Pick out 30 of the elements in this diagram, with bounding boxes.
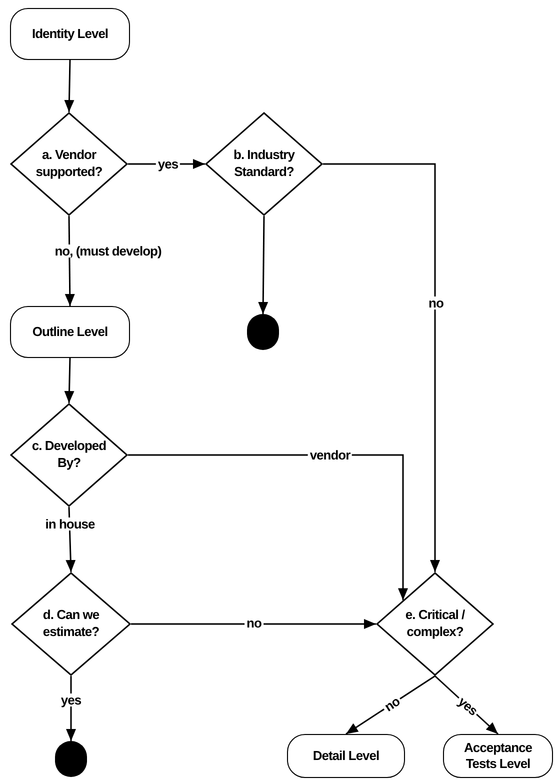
decision-diamond [10,403,128,507]
edge-label: yes [58,694,84,706]
arrow [64,358,74,404]
state-label: Identity Level [32,26,108,42]
decision-label: d. Can we estimate? [42,607,100,641]
decision-diamond [205,112,323,216]
state-label: Detail Level [312,748,380,764]
state-box [443,734,553,778]
decision-label: c. Developed By? [30,438,108,472]
state-box [287,734,405,778]
arrow [131,619,376,629]
decision-diamond [10,112,128,216]
state-label: Outline Level [32,324,108,340]
decision-label: b. Industry Standard? [232,147,296,181]
arrow [64,60,74,112]
edge-label: in house [43,518,97,530]
state-label: Acceptance Tests Level [463,740,533,772]
state-box [10,8,130,60]
decision-diamond [11,572,131,676]
arrow [258,216,268,314]
edge-label: vendor [308,448,352,462]
decision-label: a. Vendor supported? [34,147,104,181]
edge-label: no [426,296,446,310]
decision-diamond [376,572,494,676]
arrow [346,675,436,735]
arrow [323,163,440,572]
decision-label: e. Critical / complex? [404,607,466,641]
edge-label: no, (must develop) [52,244,164,258]
state-box [10,306,130,358]
arrow [128,454,408,600]
